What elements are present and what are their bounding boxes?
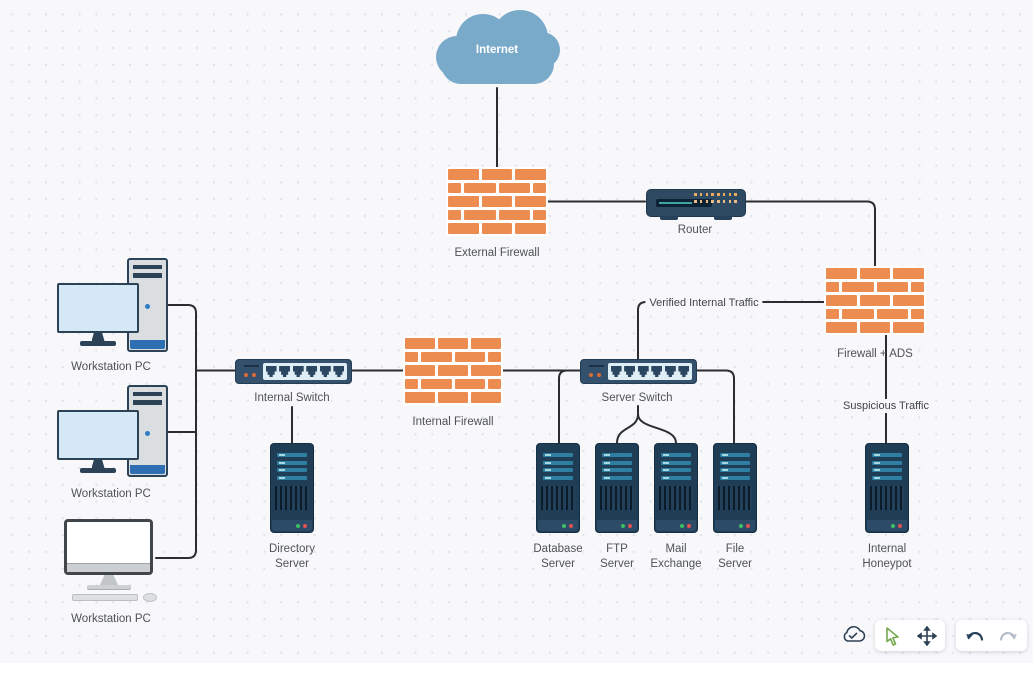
- select-cursor-icon[interactable]: [878, 623, 908, 649]
- database-server-icon[interactable]: [536, 443, 580, 533]
- undo-icon[interactable]: [960, 623, 990, 649]
- internet-cloud-node[interactable]: Internet: [432, 8, 562, 88]
- server-switch-label[interactable]: Server Switch: [601, 392, 673, 404]
- mail-exchange-icon[interactable]: [654, 443, 698, 533]
- workstation1-monitor-icon[interactable]: [57, 283, 139, 346]
- internal-honeypot-label[interactable]: Internal Honeypot: [862, 543, 912, 570]
- workstation3-label[interactable]: Workstation PC: [71, 613, 151, 625]
- workstation2-label[interactable]: Workstation PC: [71, 488, 151, 500]
- redo-icon[interactable]: [993, 623, 1023, 649]
- internal-honeypot-icon[interactable]: [865, 443, 909, 533]
- database-server-label[interactable]: Database Server: [533, 543, 583, 570]
- tool-panel: [875, 620, 945, 651]
- suspicious-traffic-label[interactable]: Suspicious Traffic: [838, 399, 934, 413]
- edge-server-switch-firewall-ads[interactable]: [637, 301, 825, 360]
- file-server-icon[interactable]: [713, 443, 757, 533]
- bottom-margin: [0, 663, 1033, 674]
- mail-exchange-label[interactable]: Mail Exchange: [650, 543, 702, 570]
- firewall-ads-label[interactable]: Firewall + ADS: [837, 348, 913, 360]
- edge-server-switch-ftp-mail[interactable]: [616, 405, 677, 444]
- firewall-ads-icon[interactable]: [824, 266, 926, 335]
- router-leds: [694, 193, 738, 203]
- edge-server-switch-file[interactable]: [693, 369, 735, 444]
- external-firewall-label[interactable]: External Firewall: [454, 247, 540, 259]
- workstation2-monitor-icon[interactable]: [57, 410, 139, 473]
- server-switch-icon[interactable]: [580, 359, 697, 384]
- keyboard-icon: [72, 594, 138, 601]
- verified-internal-traffic-label[interactable]: Verified Internal Traffic: [645, 296, 763, 310]
- edge-server-switch-database[interactable]: [558, 369, 581, 444]
- cloud-shape: [441, 44, 554, 84]
- router-icon[interactable]: [646, 189, 746, 220]
- file-server-label[interactable]: File Server: [718, 543, 752, 570]
- history-panel: [956, 620, 1027, 651]
- cloud-sync-icon[interactable]: [838, 624, 868, 648]
- router-label[interactable]: Router: [677, 224, 713, 236]
- router-display: [656, 199, 712, 207]
- internet-label: Internet: [475, 44, 519, 56]
- internal-firewall-label[interactable]: Internal Firewall: [412, 416, 494, 428]
- internal-switch-label[interactable]: Internal Switch: [254, 392, 330, 404]
- internal-switch-icon[interactable]: [235, 359, 352, 384]
- workstation1-label[interactable]: Workstation PC: [71, 361, 151, 373]
- edge-router-firewall-ads[interactable]: [744, 200, 876, 267]
- internal-firewall-icon[interactable]: [403, 336, 503, 406]
- mouse-icon: [143, 593, 157, 602]
- workstation3-imac-icon[interactable]: [64, 519, 161, 607]
- directory-server-label[interactable]: Directory Server: [268, 543, 315, 570]
- ftp-server-icon[interactable]: [595, 443, 639, 533]
- directory-server-icon[interactable]: [270, 443, 314, 533]
- external-firewall-icon[interactable]: [446, 167, 548, 236]
- pan-move-icon[interactable]: [912, 623, 942, 649]
- ftp-server-label[interactable]: FTP Server: [600, 543, 634, 570]
